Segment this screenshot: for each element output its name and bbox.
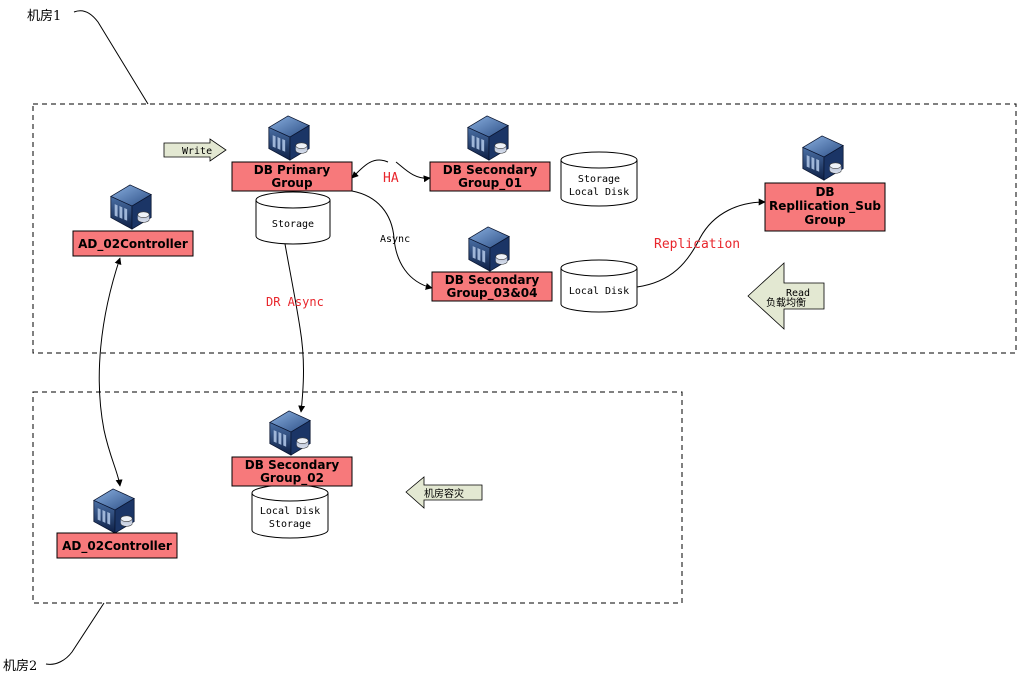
edge-ha-label: HA — [383, 171, 399, 186]
db-primary-server-icon — [268, 115, 310, 161]
node-db-secondary-01: DB Secondary Group_01 — [429, 161, 551, 192]
node-db-secondary-0304-line2: Group_03&04 — [446, 286, 537, 301]
secondary-02-storage-label-2: Storage — [269, 519, 311, 530]
node-db-secondary-0304: DB Secondary Group_03&04 — [431, 271, 553, 302]
secondary-01-storage-cylinder: Storage Local Disk — [560, 151, 638, 207]
node-ad-controller-bottom: AD_02Controller — [56, 532, 178, 559]
write-arrow: Write — [163, 138, 227, 162]
primary-storage-cylinder: Storage — [255, 191, 331, 245]
node-db-secondary-01-line2: Group_01 — [458, 176, 522, 191]
room2-boundary — [32, 391, 683, 604]
edge-ha-left — [351, 159, 389, 179]
ad-controller-bottom-server-icon — [93, 488, 135, 534]
secondary-0304-disk-label: Local Disk — [569, 286, 629, 297]
node-db-secondary-02-line1: DB Secondary — [245, 458, 340, 472]
dr-arrow: 机房容灾 — [405, 476, 483, 509]
node-ad-controller-top: AD_02Controller — [72, 230, 194, 257]
edge-async — [351, 190, 433, 290]
node-db-primary: DB Primary Group — [231, 161, 353, 192]
node-ad-controller-top-label: AD_02Controller — [78, 237, 188, 252]
secondary-02-storage-label-1: Local Disk — [260, 506, 320, 517]
edge-replication-label: Replication — [654, 237, 740, 252]
room1-leader-line — [73, 10, 149, 105]
db-secondary-02-server-icon — [269, 410, 311, 456]
room1-boundary — [32, 103, 1017, 354]
node-db-secondary-02-line2: Group_02 — [260, 471, 324, 486]
db-replication-server-icon — [802, 135, 844, 181]
node-db-secondary-01-line1: DB Secondary — [443, 163, 538, 177]
node-db-replication-line3: Group — [804, 213, 846, 227]
room2-label: 机房2 — [3, 658, 37, 674]
room2-leader-line — [45, 602, 105, 665]
write-arrow-label: Write — [182, 146, 212, 157]
ad-controller-top-server-icon — [110, 184, 152, 230]
edge-dr-async-label: DR Async — [266, 295, 324, 309]
room1-label: 机房1 — [27, 8, 61, 24]
node-db-replication-line1: DB — [815, 185, 834, 199]
node-db-primary-line2: Group — [271, 176, 313, 190]
node-db-replication: DB Repllication_Sub Group — [764, 182, 886, 232]
secondary-02-storage-cylinder: Local Disk Storage — [251, 484, 329, 539]
primary-storage-label: Storage — [272, 219, 314, 230]
edge-replication — [636, 198, 766, 288]
read-arrow: Read 负载均衡 — [747, 262, 825, 330]
db-secondary-0304-server-icon — [468, 226, 510, 272]
edge-async-label: Async — [380, 234, 410, 245]
read-arrow-label-1: Read — [786, 288, 810, 299]
node-ad-controller-bottom-label: AD_02Controller — [62, 539, 172, 554]
secondary-01-storage-label-1: Storage — [578, 174, 620, 185]
secondary-0304-disk-cylinder: Local Disk — [560, 259, 638, 313]
node-db-replication-line2: Repllication_Sub — [769, 199, 881, 214]
edge-dr-async — [284, 243, 306, 413]
secondary-01-storage-label-2: Local Disk — [569, 187, 629, 198]
dr-arrow-label: 机房容灾 — [424, 487, 464, 500]
edge-ha-right — [395, 161, 431, 183]
node-db-primary-line1: DB Primary — [254, 163, 331, 177]
read-arrow-label-2: 负载均衡 — [766, 296, 806, 309]
node-db-secondary-0304-line1: DB Secondary — [445, 273, 540, 287]
edge-ad-controllers — [98, 257, 123, 487]
db-secondary-01-server-icon — [467, 115, 509, 161]
node-db-secondary-02: DB Secondary Group_02 — [231, 456, 353, 487]
